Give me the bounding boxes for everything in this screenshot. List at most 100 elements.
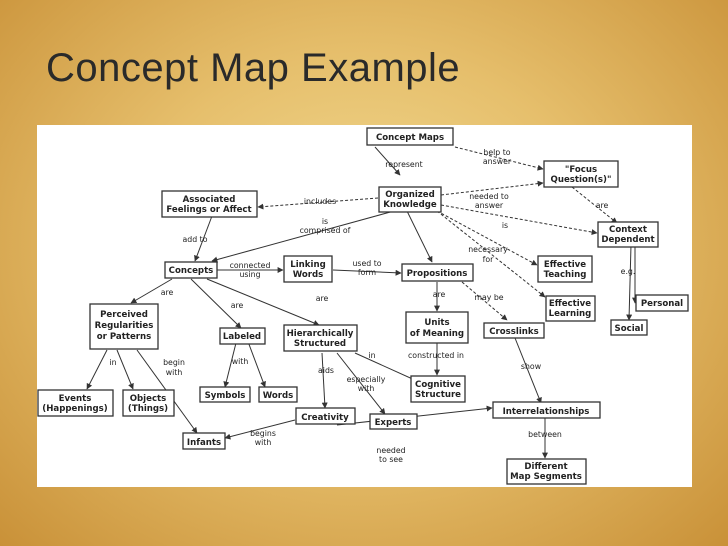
edge-organized-focus	[440, 180, 544, 196]
node-crosslinks: Crosslinks	[483, 322, 545, 339]
svg-text:(Things): (Things)	[128, 404, 168, 414]
link-aids: aids	[318, 366, 334, 375]
svg-text:Events: Events	[59, 394, 92, 404]
svg-text:Learning: Learning	[549, 309, 592, 319]
link-begins: begins	[250, 429, 276, 438]
node-effective-teaching: Effective Teaching	[537, 255, 593, 283]
node-creativity: Creativity	[295, 407, 356, 425]
node-concepts: Concepts	[164, 261, 218, 279]
link-with-4: with	[255, 438, 272, 447]
link-are-2: are	[231, 301, 244, 310]
link-for: for	[483, 255, 495, 264]
node-associated-feelings: Associated Feelings or Affect	[161, 190, 258, 218]
edge-crosslinks-interrelationships	[514, 337, 542, 404]
edge-organized-effteaching	[436, 210, 538, 266]
svg-text:Structure: Structure	[415, 390, 461, 400]
link-needed: needed	[376, 446, 405, 455]
link-answer-2: answer	[475, 201, 504, 210]
edge-concepts-perceived	[130, 278, 173, 304]
svg-text:Question(s)": Question(s)"	[551, 175, 612, 185]
edge-perceived-objects	[116, 349, 134, 390]
svg-text:Objects: Objects	[130, 394, 167, 404]
link-in-1: in	[109, 358, 116, 367]
edge-organized-propositions	[406, 210, 433, 263]
link-represent: represent	[385, 160, 422, 169]
link-using: using	[239, 270, 260, 279]
node-context-dependent: Context Dependent	[597, 221, 659, 248]
edge-labeled-words	[246, 338, 266, 388]
link-is: is	[502, 221, 508, 230]
edge-organized-efflearning	[436, 210, 546, 298]
node-propositions: Propositions	[401, 263, 474, 282]
node-symbols: Symbols	[199, 386, 251, 403]
edge-organized-concepts	[211, 210, 395, 263]
node-perceived-regularities: Perceived Regularities or Patterns	[89, 303, 159, 350]
svg-text:Regularities: Regularities	[95, 321, 154, 331]
link-needed-to: needed to	[469, 192, 509, 201]
link-to-see: to see	[379, 455, 403, 464]
svg-text:Propositions: Propositions	[407, 269, 468, 279]
edge-conceptmaps-organized	[374, 146, 401, 176]
node-objects: Objects (Things)	[122, 389, 175, 417]
svg-text:Infants: Infants	[187, 438, 221, 448]
link-necessary: necessary	[468, 245, 508, 254]
svg-text:Perceived: Perceived	[100, 310, 148, 320]
edge-hierarchical-cognitive	[354, 352, 418, 382]
node-organized-knowledge: Organized Knowledge	[378, 186, 442, 213]
edge-associated-concepts	[194, 215, 213, 262]
svg-text:or Patterns: or Patterns	[97, 332, 152, 342]
link-show: show	[521, 362, 542, 371]
svg-text:Linking: Linking	[290, 260, 325, 270]
link-are-3: are	[316, 294, 329, 303]
svg-text:Interrelationships: Interrelationships	[503, 407, 590, 417]
link-help-to: help to	[483, 148, 510, 157]
link-constructed-in: constructed in	[408, 351, 464, 360]
svg-text:Concepts: Concepts	[169, 266, 214, 276]
node-labeled: Labeled	[219, 327, 266, 345]
node-experts: Experts	[369, 413, 418, 430]
node-personal: Personal	[635, 294, 689, 312]
edge-concepts-hierarchical	[206, 278, 320, 326]
link-are-4: are	[433, 290, 446, 299]
node-events: Events (Happenings)	[37, 389, 114, 417]
node-hierarchically-structured: Hierarchically Structured	[283, 324, 358, 352]
link-labels: represent help to answer includes needed…	[109, 148, 635, 464]
svg-text:Labeled: Labeled	[223, 332, 261, 342]
svg-text:Dependent: Dependent	[601, 235, 654, 245]
link-connected: connected	[230, 261, 271, 270]
edge-focus-context	[571, 186, 618, 224]
node-effective-learning: Effective Learning	[545, 295, 596, 322]
svg-text:Units: Units	[424, 318, 449, 328]
link-comprised-of: comprised of	[300, 226, 351, 235]
svg-text:Structured: Structured	[294, 339, 346, 349]
svg-text:Feelings or Affect: Feelings or Affect	[166, 205, 251, 215]
edge-linking-propositions	[332, 269, 402, 276]
node-concept-maps: Concept Maps	[366, 127, 454, 146]
svg-text:Different: Different	[524, 462, 567, 472]
node-units-of-meaning: Units of Meaning	[405, 311, 469, 344]
node-linking-words: Linking Words	[283, 255, 333, 283]
edge-creativity-infants	[224, 419, 296, 440]
svg-text:Concept Maps: Concept Maps	[376, 133, 444, 143]
svg-text:"Focus: "Focus	[565, 165, 597, 175]
edge-organized-associated	[257, 197, 379, 210]
link-is-comprised: is	[322, 217, 328, 226]
svg-text:Hierarchically: Hierarchically	[287, 329, 354, 339]
link-with-2: with	[232, 357, 249, 366]
link-with-3: with	[358, 384, 375, 393]
svg-text:Effective: Effective	[544, 260, 586, 270]
edge-perceived-events	[86, 349, 108, 390]
edge-hierarchical-creativity	[321, 352, 328, 409]
svg-text:Words: Words	[263, 391, 294, 401]
concept-map-panel: represent help to answer includes needed…	[37, 125, 692, 487]
link-may-be: may be	[474, 293, 503, 302]
svg-text:Knowledge: Knowledge	[383, 200, 437, 210]
svg-text:Personal: Personal	[641, 299, 683, 309]
svg-text:Teaching: Teaching	[544, 270, 587, 280]
node-focus-questions: "Focus Question(s)"	[543, 160, 619, 188]
svg-text:(Happenings): (Happenings)	[42, 404, 107, 414]
svg-text:Social: Social	[615, 324, 644, 334]
edge-organized-context	[440, 204, 598, 235]
svg-text:Symbols: Symbols	[205, 391, 246, 401]
svg-text:Experts: Experts	[375, 418, 412, 428]
